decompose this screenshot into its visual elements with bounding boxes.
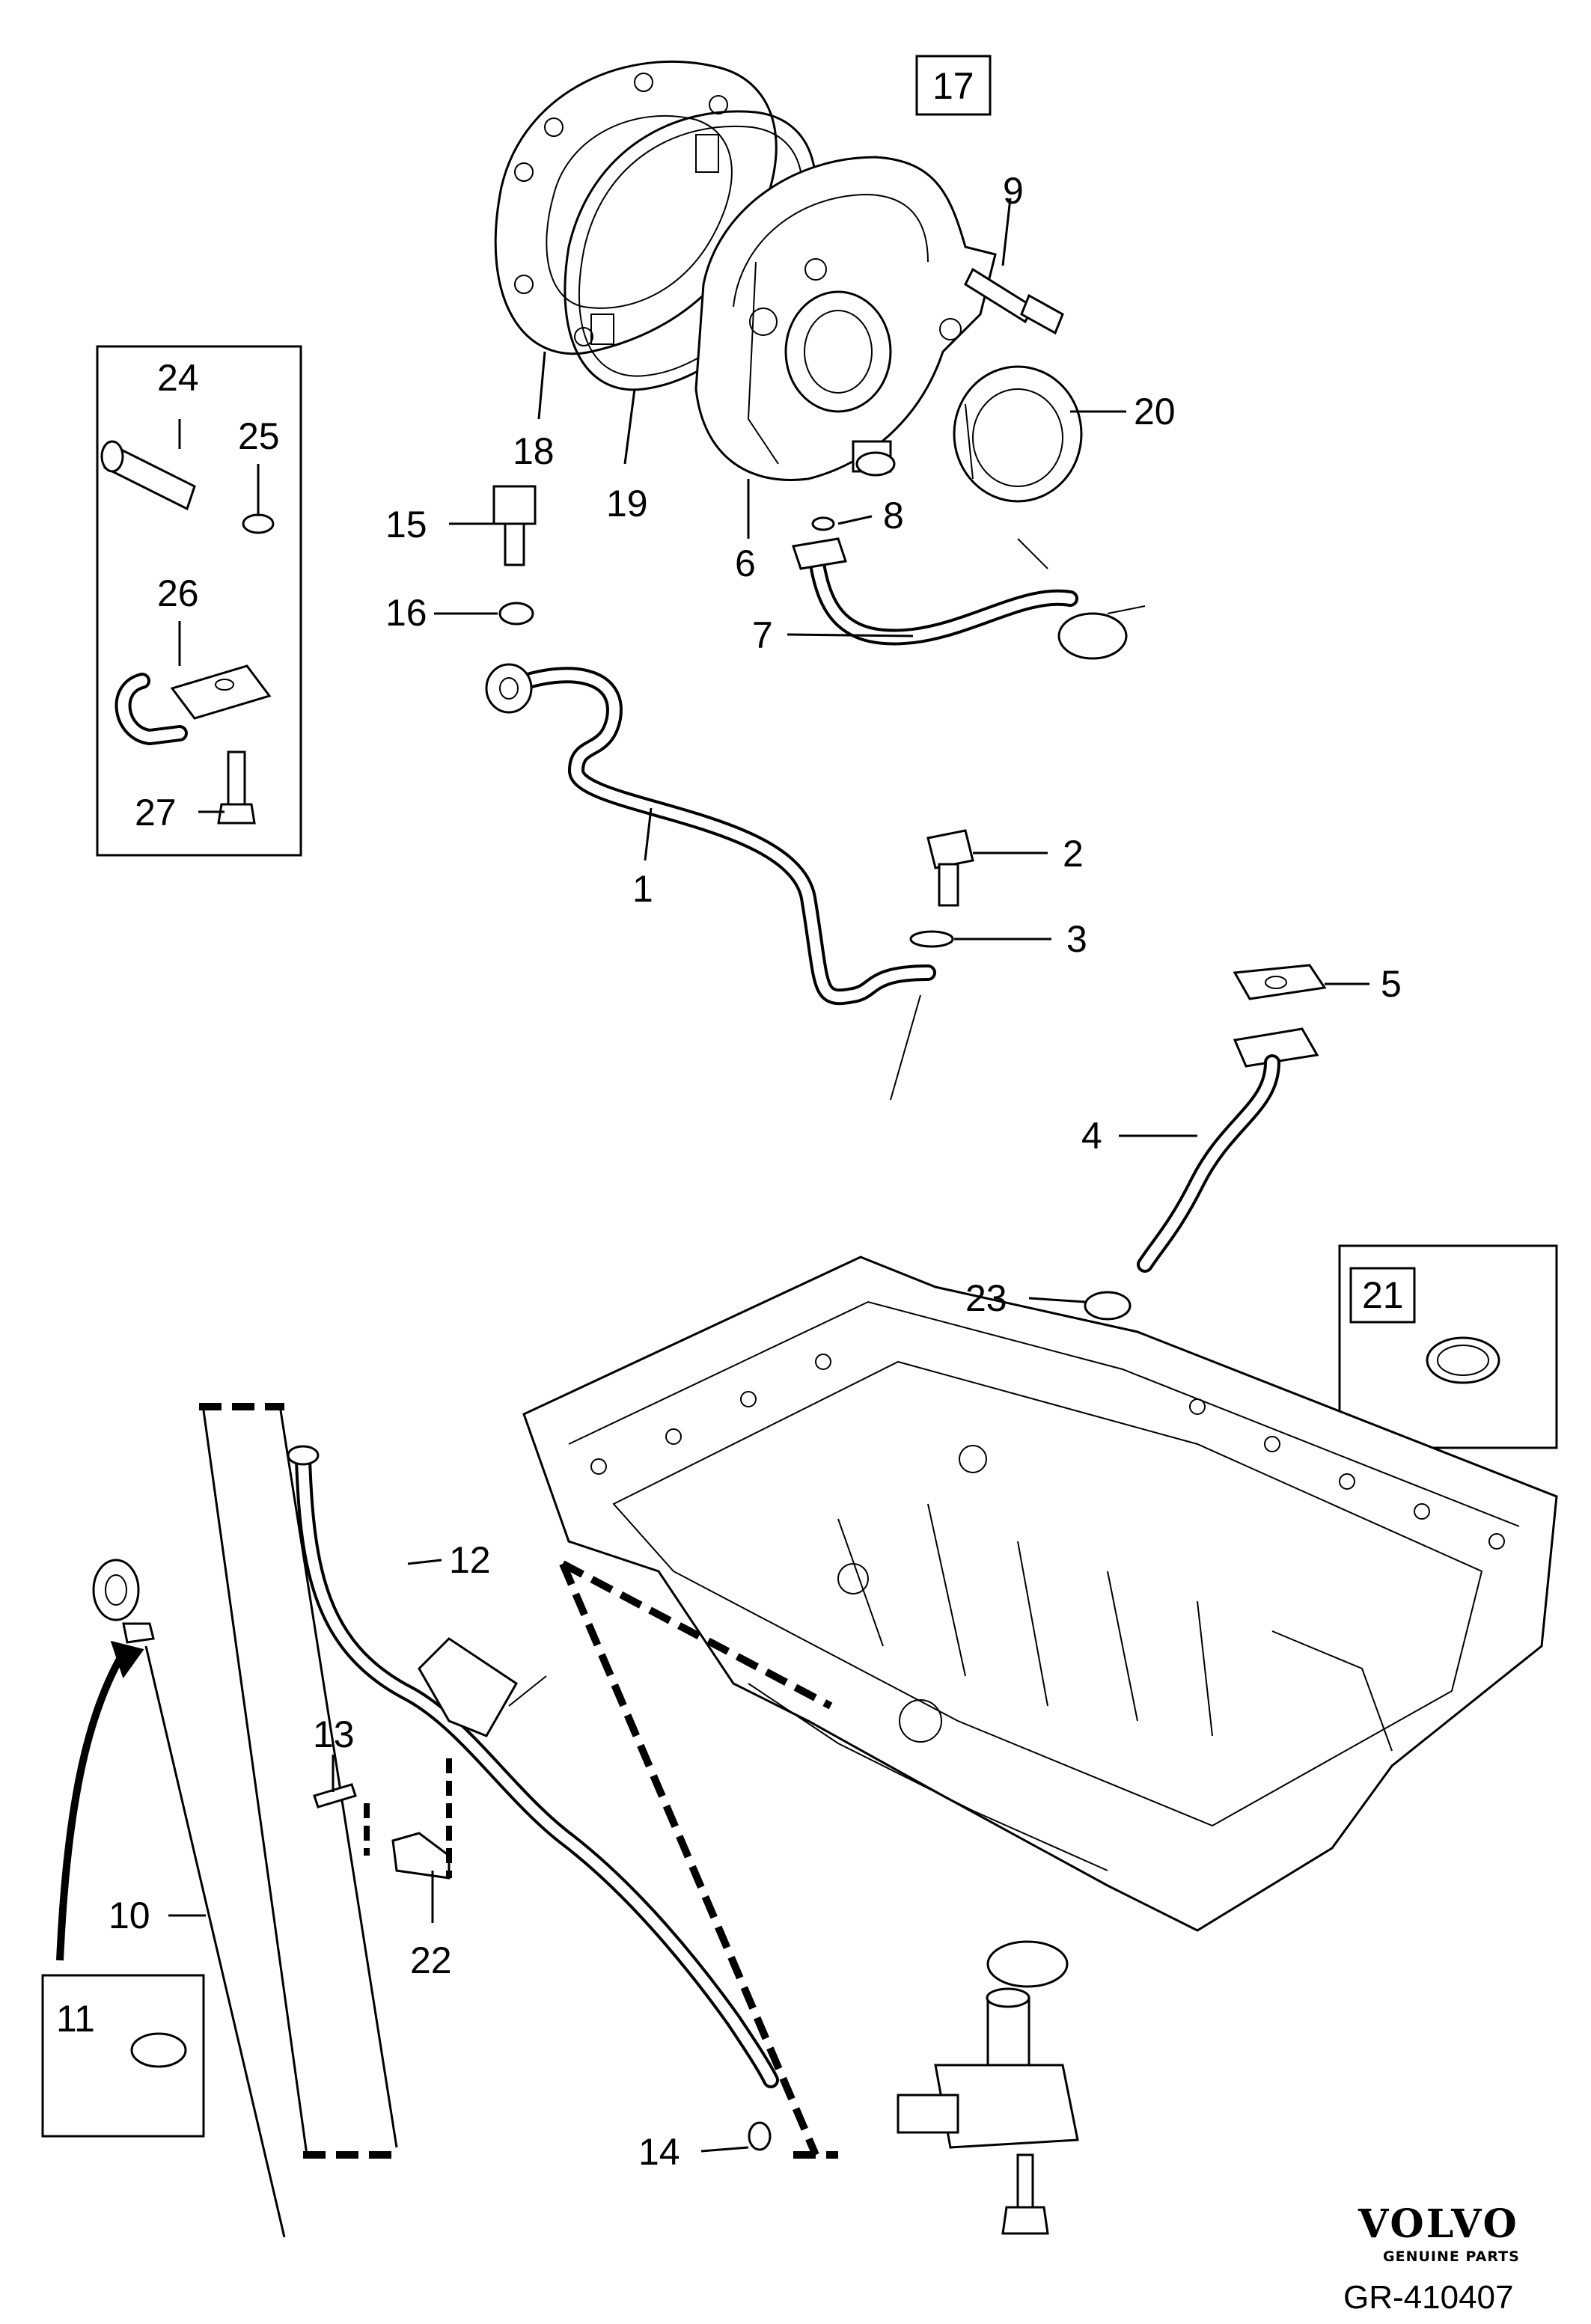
callout-24: 24 (157, 357, 199, 399)
bracket-22 (364, 1758, 452, 1880)
reference-number: GR-410407 (1343, 2279, 1513, 2316)
oring-8 (811, 516, 835, 531)
dashed-break (559, 1560, 838, 2159)
washer-16 (498, 602, 534, 626)
callout-27: 27 (135, 792, 177, 834)
leader-lines (168, 198, 1369, 2153)
inset-frame (96, 345, 302, 857)
callout-9: 9 (1003, 170, 1024, 212)
callout-12: 12 (449, 1539, 491, 1581)
dipstick-10 (56, 1559, 286, 2238)
oil-pipe-4 (1137, 1027, 1319, 1273)
oring-kit-21 (1426, 1336, 1500, 1384)
oil-level-sensor (897, 1987, 1079, 2235)
dipstick-tube-12 (287, 1445, 779, 2088)
oring-3 (909, 930, 954, 948)
callout-26: 26 (157, 572, 199, 614)
break-guide-lines (202, 1410, 398, 2156)
callout-13: 13 (313, 1713, 355, 1755)
oring-14 (748, 2121, 772, 2151)
boxed-callout-21: 21 (1362, 1274, 1404, 1316)
callout-22: 22 (410, 1939, 452, 1981)
callout-2: 2 (1063, 833, 1084, 875)
callout-10: 10 (109, 1895, 150, 1936)
oil-seal-20 (953, 365, 1083, 503)
callout-6: 6 (735, 542, 756, 584)
boxed-callout-17-frame (915, 55, 992, 116)
callout-23: 23 (965, 1277, 1007, 1319)
brand-tagline: GENUINE PARTS (1383, 2248, 1520, 2265)
callout-4: 4 (1081, 1115, 1102, 1157)
oil-pipe-1 (485, 663, 936, 1101)
brand-name: VOLVO (1358, 2201, 1519, 2247)
callout-8: 8 (883, 495, 904, 536)
callout-25: 25 (238, 415, 280, 457)
bolt-13 (313, 1783, 357, 1808)
bolt-27 (217, 750, 256, 825)
callout-5: 5 (1381, 963, 1402, 1005)
pipe-bracket-26 (114, 664, 272, 745)
banjo-bolt-15 (492, 485, 537, 566)
bolt-9 (964, 267, 1064, 335)
callout-20: 20 (1134, 391, 1176, 432)
kit-21-frame (1338, 1244, 1558, 1449)
oil-pump-housing-6 (694, 156, 997, 481)
callout-18: 18 (513, 430, 555, 472)
oring-kit-11 (130, 2032, 187, 2068)
boxed-callout-21-frame (1349, 1267, 1416, 1324)
boxed-callout-11: 11 (56, 1998, 95, 2040)
oil-pickup-tube-7 (792, 537, 1146, 660)
oring-sensor (986, 1940, 1069, 1988)
callout-14: 14 (638, 2131, 680, 2173)
banjo-bolt-24 (100, 440, 196, 511)
oring-23 (1084, 1291, 1132, 1321)
callout-19: 19 (606, 483, 648, 525)
kit-11-frame (41, 1974, 205, 2138)
callout-3: 3 (1066, 918, 1087, 960)
callout-16: 16 (385, 592, 427, 634)
banjo-bolt-2 (926, 829, 974, 907)
oil-sump (522, 1256, 1558, 1932)
gasket-5 (1233, 964, 1327, 1000)
boxed-callout-17: 17 (932, 65, 974, 107)
callout-7: 7 (752, 614, 773, 656)
washer-25 (242, 513, 275, 534)
callout-1: 1 (632, 868, 653, 910)
callout-15: 15 (385, 504, 427, 545)
